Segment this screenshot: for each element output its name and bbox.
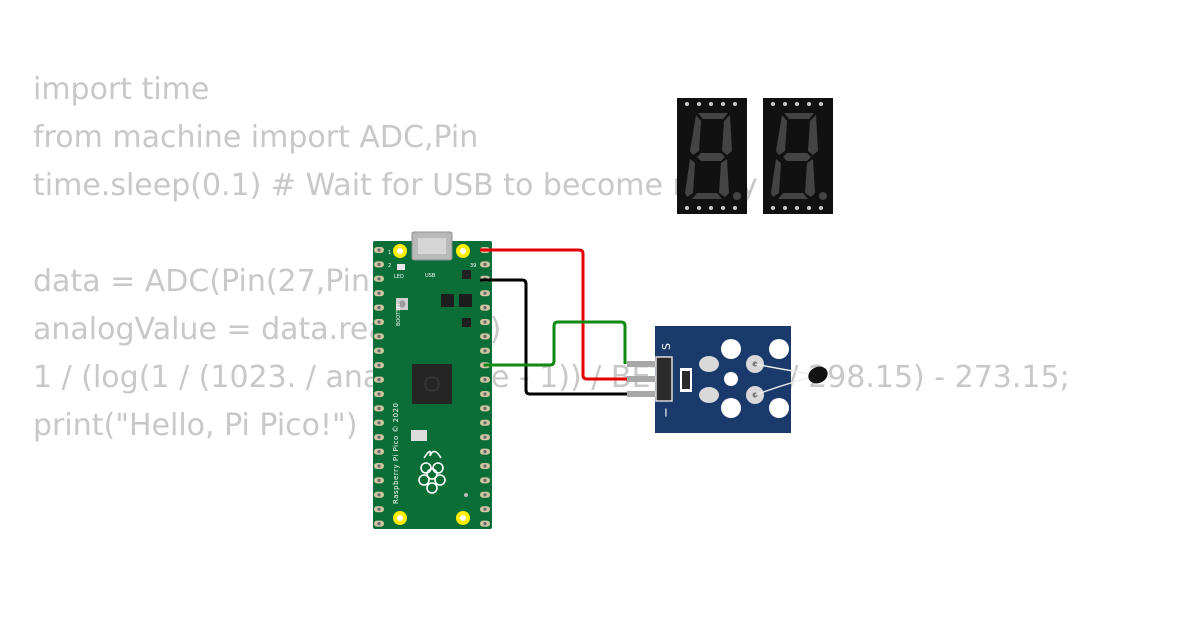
pico-pin-hole bbox=[483, 262, 487, 266]
pico-pin-hole bbox=[377, 464, 381, 468]
pico-pin-hole bbox=[377, 349, 381, 353]
led-component bbox=[397, 264, 405, 270]
sensor-pin-signal bbox=[627, 361, 657, 367]
thermistor-lead-2 bbox=[754, 376, 813, 396]
pico-pin-hole bbox=[377, 507, 381, 511]
pico-pin-hole bbox=[377, 392, 381, 396]
seven-segment-digit-1 bbox=[677, 98, 747, 214]
temperature-sensor-module: S − bbox=[627, 326, 828, 433]
code-line-8: print("Hello, Pi Pico!") bbox=[33, 408, 358, 443]
thermistor-icon bbox=[808, 366, 828, 384]
voltage-regulator bbox=[462, 270, 471, 279]
led-label: LED bbox=[394, 274, 404, 280]
pico-pin-hole bbox=[483, 507, 487, 511]
sensor-pin-ground bbox=[627, 391, 657, 397]
pico-pin-hole bbox=[377, 421, 381, 425]
resistor bbox=[682, 371, 690, 389]
pico-pin-hole bbox=[483, 349, 487, 353]
pico-pin-hole bbox=[483, 435, 487, 439]
raspberry-pi-pico-board: LED USB 1 2 39 BOOTSEL Raspberry Pi Pico… bbox=[373, 231, 492, 529]
pico-pin-hole bbox=[377, 262, 381, 266]
pico-pin-hole bbox=[377, 306, 381, 310]
sensor-pin-vcc bbox=[627, 376, 657, 382]
pico-pin-hole bbox=[483, 522, 487, 526]
thermistor-lead-1 bbox=[754, 363, 813, 375]
pico-pin-hole bbox=[483, 478, 487, 482]
sensor-pcb bbox=[655, 326, 791, 433]
pico-pin-hole bbox=[377, 406, 381, 410]
pico-pin-hole bbox=[377, 522, 381, 526]
code-line-2: from machine import ADC,Pin bbox=[33, 120, 479, 155]
pico-pin-hole bbox=[483, 421, 487, 425]
pin2-label: 2 bbox=[388, 263, 391, 269]
pin1-label: 1 bbox=[388, 250, 391, 256]
pico-pin-hole bbox=[377, 248, 381, 252]
seven-segment-digit-2 bbox=[763, 98, 833, 214]
pico-pin-hole bbox=[483, 450, 487, 454]
chip-small-1 bbox=[441, 294, 454, 307]
pin39-label: 39 bbox=[470, 263, 476, 269]
wire-black-ground bbox=[480, 278, 627, 396]
pico-pin-hole bbox=[483, 464, 487, 468]
pico-pin-hole bbox=[483, 392, 487, 396]
pico-pin-hole bbox=[377, 378, 381, 382]
pico-pin-hole bbox=[377, 478, 381, 482]
pico-pin-hole bbox=[377, 277, 381, 281]
usb-port bbox=[418, 238, 446, 254]
pico-pin-hole bbox=[483, 306, 487, 310]
pico-pins-left bbox=[374, 247, 384, 527]
flash-chip bbox=[411, 430, 427, 441]
code-line-1: import time bbox=[33, 72, 210, 107]
pico-pin-hole bbox=[377, 334, 381, 338]
pico-pin-hole bbox=[377, 435, 381, 439]
usb-label: USB bbox=[425, 273, 436, 279]
pico-pin-hole bbox=[377, 363, 381, 367]
pico-pin-hole bbox=[377, 291, 381, 295]
wire-green-signal bbox=[484, 320, 627, 367]
board-name-label: Raspberry Pi Pico © 2020 bbox=[392, 403, 400, 505]
wire-red-vcc bbox=[480, 248, 627, 381]
bootsel-label: BOOTSEL bbox=[396, 302, 402, 326]
pico-pin-hole bbox=[483, 320, 487, 324]
pico-pin-hole bbox=[377, 320, 381, 324]
chip-small-2 bbox=[459, 294, 472, 307]
pico-pin-hole bbox=[483, 378, 487, 382]
sensor-label-minus: − bbox=[659, 407, 674, 418]
pico-pin-hole bbox=[483, 334, 487, 338]
chip-small-3 bbox=[462, 318, 471, 327]
pico-pin-hole bbox=[483, 291, 487, 295]
sensor-label-s: S bbox=[660, 343, 673, 350]
sensor-header bbox=[655, 356, 673, 402]
pico-pin-hole bbox=[483, 406, 487, 410]
pico-pin-hole bbox=[377, 450, 381, 454]
raspberry-logo-icon bbox=[418, 450, 446, 494]
pico-pin-hole bbox=[377, 493, 381, 497]
rp2040-chip bbox=[412, 364, 452, 404]
pico-pin-hole bbox=[483, 493, 487, 497]
